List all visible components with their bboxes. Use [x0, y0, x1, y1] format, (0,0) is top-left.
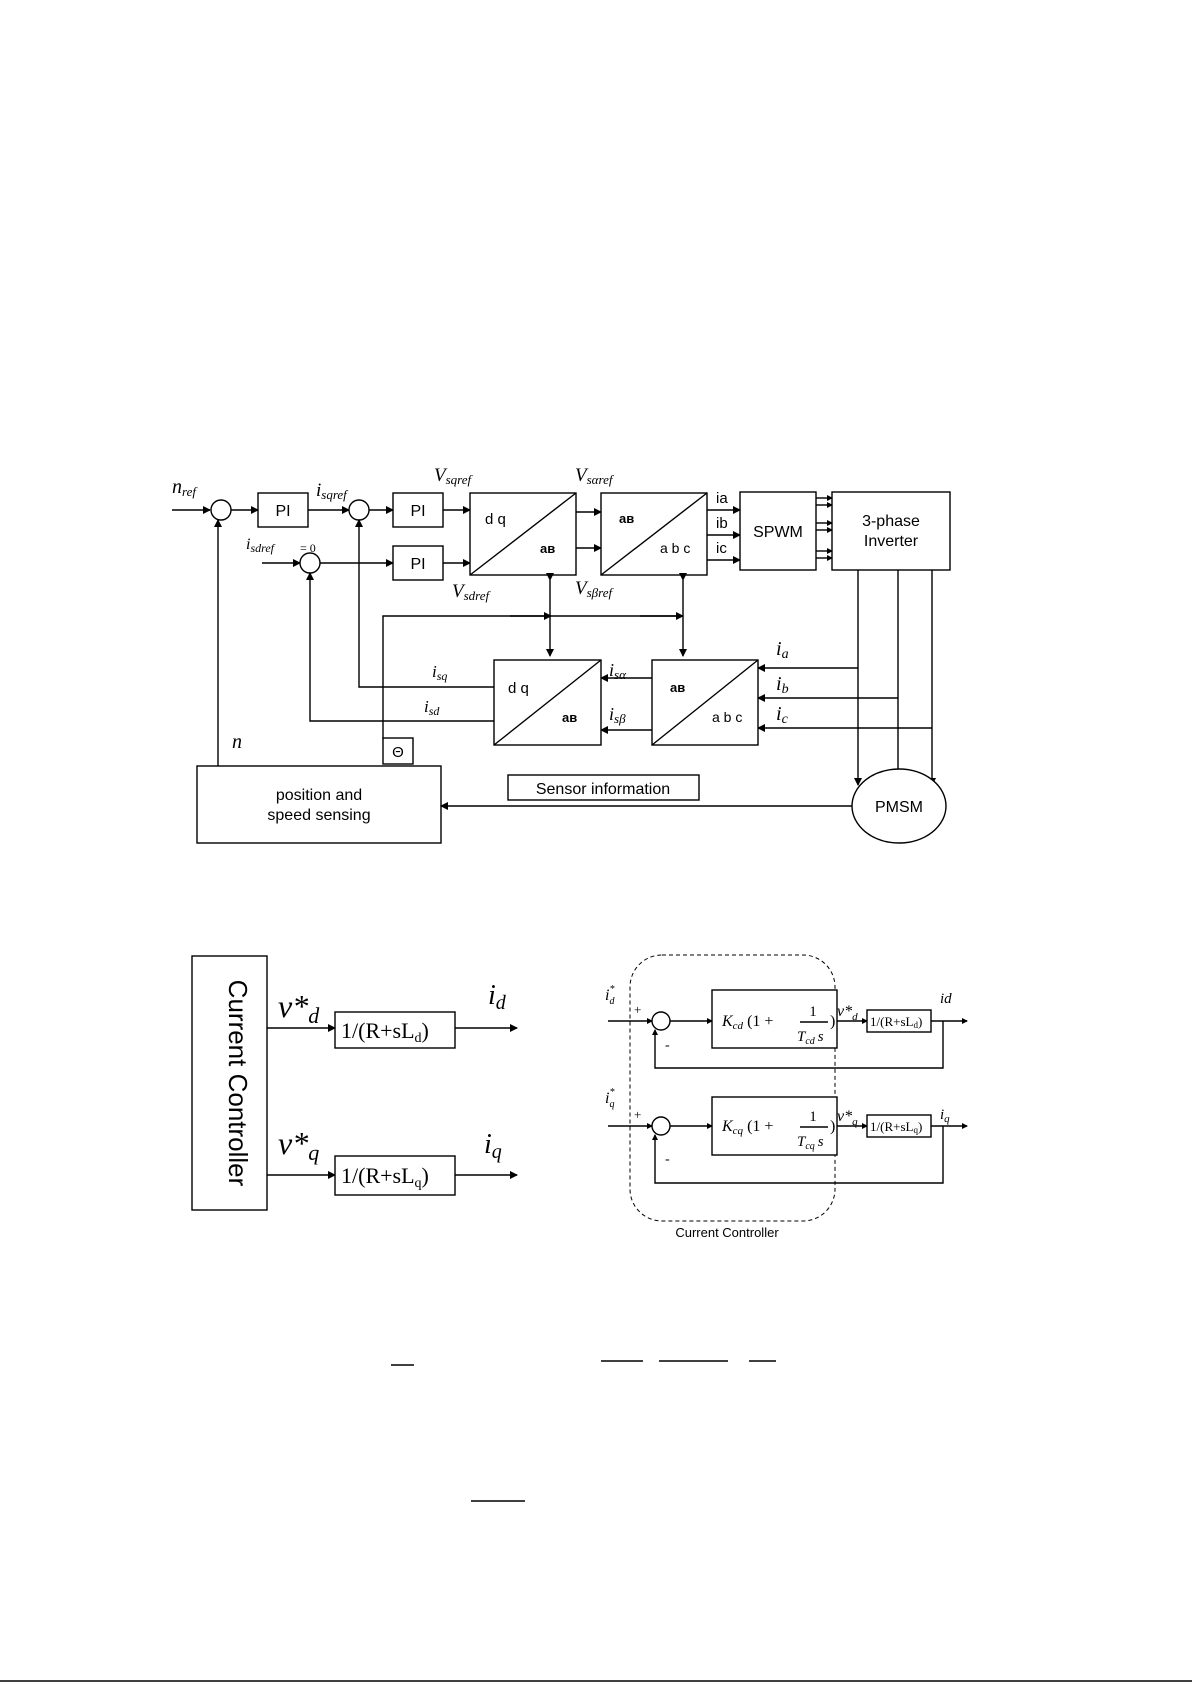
theta-box — [382, 737, 414, 765]
isq-label: isq — [432, 662, 447, 683]
iq-ctrl-output-label: iq — [940, 1107, 950, 1125]
position-speed-sensing-block — [196, 765, 442, 844]
theta-label: Θ — [392, 744, 404, 761]
ic-feedback-label: ic — [776, 703, 789, 727]
pi-d-close-paren: ) — [830, 1013, 835, 1030]
dq-to-ab-top-diagonal — [469, 492, 577, 576]
vd-star-label: v*d — [278, 988, 320, 1028]
q-minus-sign: - — [665, 1152, 670, 1167]
d-summing-junction — [651, 1011, 671, 1031]
isb-label: isβ — [609, 704, 626, 726]
iq-star-label: i*q — [605, 1087, 614, 1110]
q-plus-sign: + — [634, 1107, 641, 1122]
spwm-label: SPWM — [753, 524, 803, 541]
vsbref-label: Vsβref — [575, 578, 614, 600]
isdref-label: isdref — [246, 536, 276, 555]
pi-q-gain: Kcq(1 + — [721, 1118, 773, 1137]
inverter-label-2: Inverter — [864, 533, 919, 550]
pi-q-close-paren: ) — [830, 1118, 835, 1135]
pi-d-numerator: 1 — [809, 1004, 817, 1020]
theta-bus-line — [382, 615, 683, 740]
pi-q-controller-block — [711, 1096, 838, 1156]
inverter-block — [831, 491, 951, 571]
ic-out-label: ic — [716, 540, 727, 557]
sensing-label-1: position and — [276, 787, 362, 804]
q-feedback-line — [652, 1126, 944, 1184]
isq-feedback-line — [355, 519, 494, 688]
ab-to-dq-bottom-dq: d q — [508, 680, 529, 697]
iq-output-label: iq — [484, 1129, 502, 1163]
isqref-label: isqref — [316, 480, 349, 502]
ab-to-abc-top-ab: aв — [619, 511, 634, 526]
spwm-block — [739, 491, 817, 571]
vsdref-label: Vsdref — [452, 581, 492, 603]
ab-to-abc-top-diagonal — [600, 492, 708, 576]
sensor-info-box — [507, 774, 700, 801]
abc-to-ab-bottom-abc: a b c — [712, 709, 742, 725]
pi-speed-label: PI — [275, 503, 290, 520]
ab-to-dq-bottom-diagonal — [493, 659, 602, 746]
abc-to-ab-bottom-diagonal — [651, 659, 759, 746]
current-controller-dashed-boundary — [629, 954, 836, 1222]
isd-feedback-line — [306, 572, 494, 722]
vq-star-label: v*q — [278, 1125, 319, 1165]
pi-iq-block — [392, 492, 444, 528]
pi-d-controller-block — [711, 989, 838, 1049]
n-ref-label: nref — [172, 476, 198, 499]
abc-to-ab-bottom-ab: aв — [670, 680, 685, 695]
plant-q-ctrl-label: 1/(R+sLq) — [870, 1119, 922, 1135]
current-controller-caption: Current Controller — [675, 1225, 779, 1240]
ab-to-dq-bottom-ab: aв — [562, 710, 577, 725]
plant-q-label: 1/(R+sLq) — [341, 1163, 429, 1191]
ib-out-label: ib — [716, 515, 728, 532]
plant-d-block — [334, 1011, 456, 1049]
sensing-label-2: speed sensing — [267, 807, 370, 824]
current-controller-label: Current Controller — [223, 980, 253, 1187]
vd-star-ctrl-label: v*d — [837, 1003, 858, 1023]
pi-iq-label: PI — [410, 503, 425, 520]
plant-q-block — [334, 1155, 456, 1196]
dq-to-ab-top-dq: d q — [485, 511, 506, 528]
d-plus-sign: + — [634, 1002, 641, 1017]
sensor-info-label: Sensor information — [536, 781, 670, 798]
speed-feedback-label: n — [232, 731, 242, 753]
id-output-label: id — [488, 980, 507, 1014]
vsqref-label: Vsqref — [434, 465, 474, 487]
id-ctrl-output-label: id — [940, 991, 952, 1007]
d-minus-sign: - — [665, 1038, 670, 1053]
id-summing-junction — [299, 552, 321, 574]
vq-star-ctrl-label: v*q — [837, 1108, 858, 1128]
q-summing-junction — [651, 1116, 671, 1136]
pi-q-numerator: 1 — [809, 1109, 817, 1125]
plant-d-ctrl-label: 1/(R+sLd) — [870, 1014, 922, 1030]
page-rule-fragments — [0, 1360, 1192, 1682]
id-star-label: i*d — [605, 984, 615, 1007]
vsaref-label: Vsαref — [575, 465, 615, 487]
current-controller-block — [191, 955, 268, 1211]
ia-out-label: ia — [716, 490, 728, 507]
plant-d-label: 1/(R+sLd) — [341, 1018, 429, 1046]
isd-label: isd — [424, 697, 440, 718]
pi-id-block — [392, 545, 444, 581]
isa-label: isα — [609, 660, 627, 682]
pi-id-label: PI — [410, 556, 425, 573]
pmsm-label: PMSM — [875, 799, 923, 816]
current-controller-plant-diagram: Current Controller v*d 1/(R+sLd) id v*q … — [191, 955, 518, 1211]
ib-feedback-label: ib — [776, 673, 789, 697]
d-feedback-line — [652, 1021, 944, 1069]
foc-block-diagram: nref PI isqref PI Vsqref isdref = 0 PI V… — [172, 465, 951, 844]
dq-to-ab-top-ab: aв — [540, 541, 555, 556]
speed-summing-junction — [210, 499, 232, 521]
pi-d-gain: Kcd(1 + — [721, 1013, 773, 1032]
ia-feedback-label: ia — [776, 638, 789, 662]
iq-summing-junction — [348, 499, 370, 521]
isdref-value: = 0 — [300, 541, 316, 555]
ab-to-abc-top-abc: a b c — [660, 540, 690, 556]
pmsm-motor — [851, 768, 947, 844]
inverter-label-1: 3-phase — [862, 513, 920, 530]
